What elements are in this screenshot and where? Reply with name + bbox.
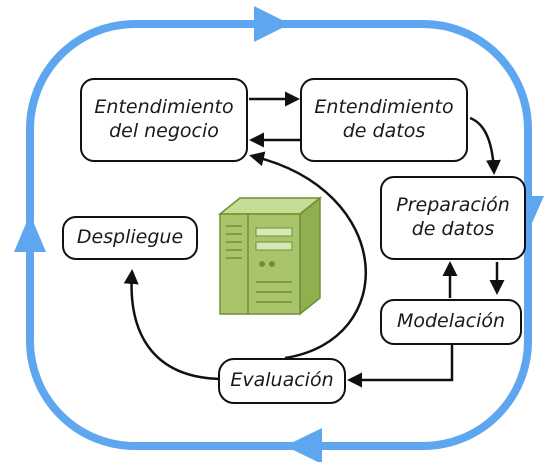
cycle-arrowhead-bottom [285,428,322,462]
arrow-modeling-to-evaluation [347,344,454,388]
node-data-understanding-line1: Entendimiento [314,96,454,119]
arrow-evaluation-to-business [249,151,367,360]
node-data-preparation: Preparación de datos [380,176,526,260]
node-data-preparation-line1: Preparación [396,194,510,217]
node-business-understanding-line2: del negocio [109,120,219,142]
node-deployment: Despliegue [62,216,198,260]
cycle-arrowhead-left [14,214,46,252]
arrow-data-to-preparation [469,116,501,175]
node-data-understanding: Entendimiento de datos [300,78,468,162]
node-modeling: Modelación [380,299,522,345]
node-evaluation: Evaluación [218,358,346,404]
node-business-understanding-line1: Entendimiento [94,96,234,119]
server-icon [217,196,323,316]
node-data-preparation-line2: de datos [411,218,495,240]
node-deployment-label: Despliegue [76,226,184,249]
arrow-evaluation-to-deployment [123,269,223,381]
node-data-understanding-line2: de datos [342,120,426,142]
node-business-understanding: Entendimiento del negocio [80,78,248,162]
cycle-arrowhead-top [254,6,290,42]
node-evaluation-label: Evaluación [230,369,334,392]
node-modeling-label: Modelación [396,310,506,333]
